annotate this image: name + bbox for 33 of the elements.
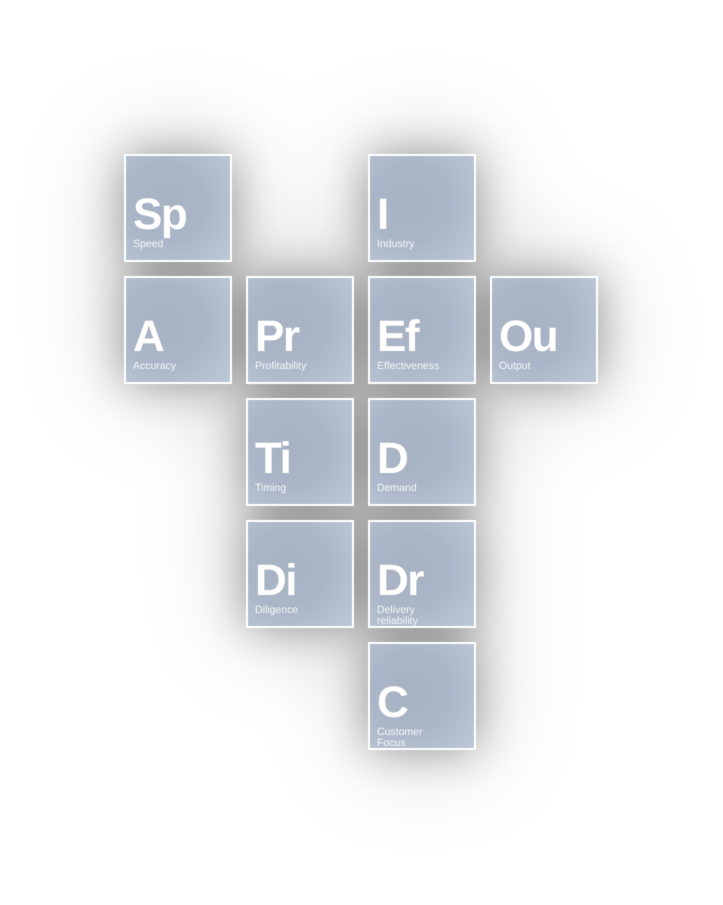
element-tile [368, 154, 476, 262]
element-symbol: Ti [255, 437, 290, 481]
element-name: Demand [377, 483, 417, 494]
element-tile [246, 398, 354, 506]
element-tile [124, 154, 232, 262]
element-tile [368, 398, 476, 506]
element-symbol: Pr [255, 315, 298, 359]
element-symbol: Dr [377, 559, 423, 603]
element-symbol: Di [255, 559, 296, 603]
element-name: Customer Focus [377, 727, 424, 748]
element-name: Output [499, 361, 531, 372]
element-tile [246, 276, 354, 384]
element-name: Diligence [255, 605, 298, 616]
element-name: Profitability [255, 361, 306, 372]
element-name: Delivery reliability [377, 605, 419, 626]
element-name: Accuracy [133, 361, 176, 372]
element-symbol: Ou [499, 315, 558, 359]
element-name: Effectiveness [377, 361, 440, 372]
element-tile [368, 520, 476, 628]
element-tile [246, 520, 354, 628]
element-name: Industry [377, 239, 414, 250]
element-symbol: D [377, 437, 408, 481]
element-symbol: Ef [377, 315, 418, 359]
element-tile [368, 642, 476, 750]
element-name: Speed [133, 239, 164, 250]
element-symbol: Sp [133, 193, 186, 237]
element-tile [490, 276, 598, 384]
element-name: Timing [255, 483, 286, 494]
element-tile [124, 276, 232, 384]
element-symbol: A [133, 315, 164, 359]
element-symbol: C [377, 681, 408, 725]
element-symbol: I [377, 193, 388, 237]
element-tile [368, 276, 476, 384]
